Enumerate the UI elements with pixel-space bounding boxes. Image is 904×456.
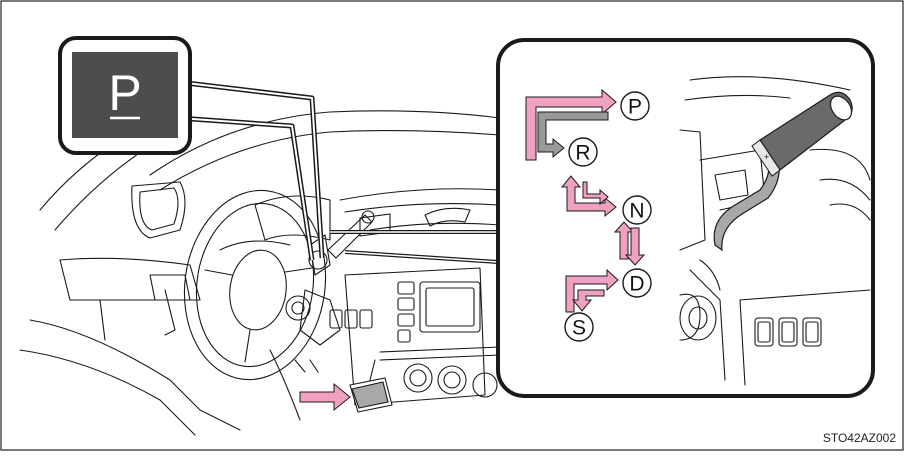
shift-pattern-inset: + P R N D S [496,38,875,398]
svg-text:+: + [764,152,769,162]
gear-positions: P R N D S [564,91,652,342]
park-indicator-label: P [108,65,141,121]
gear-neutral: N [629,200,644,223]
park-indicator-callout: P [58,36,325,261]
arrow-reverse-neutral [560,175,617,218]
shift-lever-closeup [679,76,871,386]
arrow-to-reverse [537,111,609,159]
arrow-to-park [525,88,617,161]
shift-pattern-arrows [525,88,646,313]
gear-drive: D [629,273,644,296]
figure-code: STO42AZ002 [822,431,896,445]
gear-reverse: R [575,142,590,165]
press-pedal-arrow [299,382,351,412]
gear-sport: S [572,317,586,340]
lever-shaft [713,151,780,252]
arrow-drive-sport [565,268,619,313]
gear-park: P [628,96,642,119]
park-indicator-box [72,52,178,138]
arrow-neutral-drive-down [624,227,646,266]
